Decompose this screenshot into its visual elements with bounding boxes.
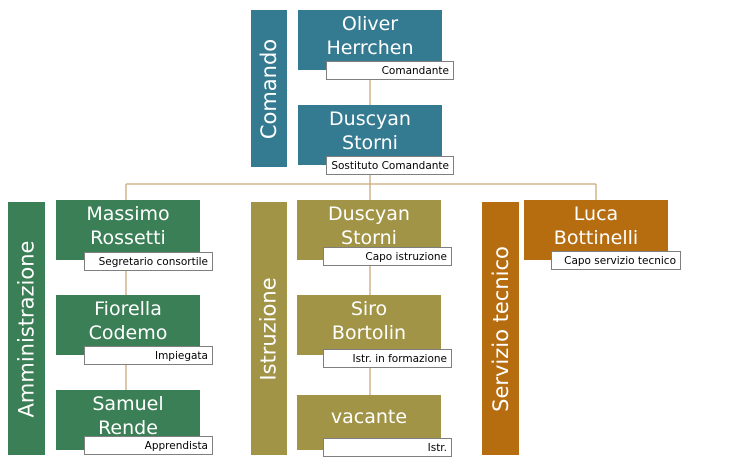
person-box-siro-bortolin: Siro Bortolin [297,295,441,355]
role-label-segretario-consortile: Segretario consortile [84,252,213,271]
person-first-name: Massimo [86,203,170,225]
person-last-name: Rende [98,417,158,439]
person-first-name: Samuel [92,393,164,415]
group-label-istruzione: Istruzione [257,276,281,381]
person-last-name: Rossetti [90,227,166,249]
person-last-name: Storni [342,132,398,154]
group-servizio-tecnico: Servizio tecnico [482,202,519,455]
person-box-massimo-rossetti: Massimo Rossetti [56,200,200,260]
person-box-duscyan-storni-sostituto: Duscyan Storni [298,105,442,165]
role-label-comandante: Comandante [326,61,454,80]
group-amministrazione: Amministrazione [8,202,45,455]
person-first-name: Duscyan [328,203,410,225]
role-label-istr-in-formazione: Istr. in formazione [323,349,452,368]
person-last-name: Bottinelli [553,227,639,249]
person-last-name: Herrchen [326,37,414,59]
role-label-impiegata: Impiegata [84,346,213,365]
group-istruzione: Istruzione [251,202,287,455]
group-label-comando: Comando [257,38,282,139]
group-label-amministrazione: Amministrazione [14,240,39,417]
role-label-capo-istruzione: Capo istruzione [323,247,452,266]
person-box-fiorella-codemo: Fiorella Codemo [56,295,200,355]
group-label-servizio-tecnico: Servizio tecnico [488,245,513,412]
person-first-name: Luca [573,203,619,225]
role-label-istr: Istr. [323,438,452,457]
person-last-name: Codemo [88,322,168,344]
person-first-name: Siro [350,298,388,320]
person-last-name: Storni [341,227,397,249]
person-first-name: vacante [330,406,408,428]
group-comando: Comando [251,10,287,167]
person-box-luca-bottinelli: Luca Bottinelli [524,200,668,260]
role-label-capo-servizio-tecnico: Capo servizio tecnico [551,251,681,270]
person-box-oliver-herrchen: Oliver Herrchen [298,10,442,70]
person-last-name: Bortolin [331,322,407,344]
person-first-name: Duscyan [329,108,411,130]
role-label-apprendista: Apprendista [84,436,213,455]
person-first-name: Fiorella [94,298,162,320]
person-first-name: Oliver [341,13,399,35]
role-label-sostituto-comandante: Sostituto Comandante [326,156,454,175]
